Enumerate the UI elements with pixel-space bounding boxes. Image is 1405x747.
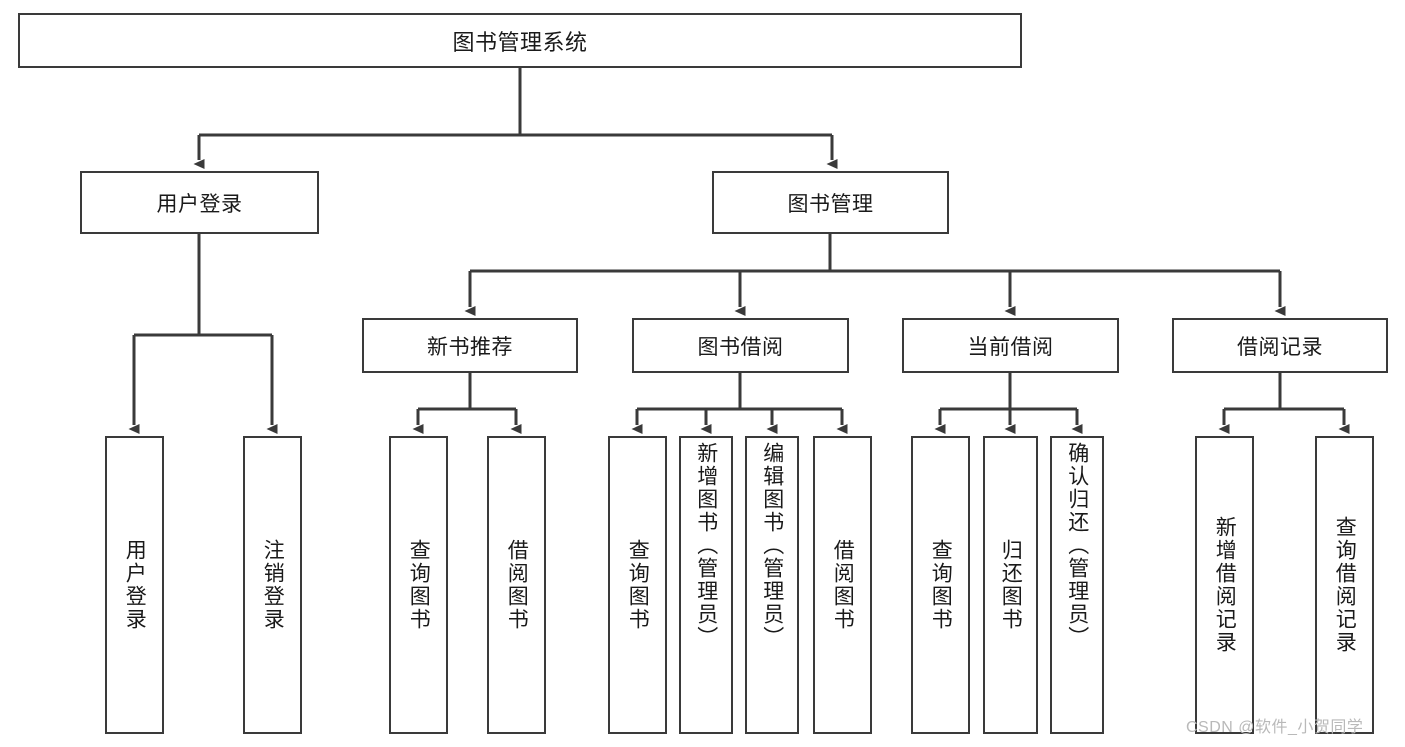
leaf-confirm-return[interactable]: 确认归还（管理员） [1050,436,1104,734]
leaf-add-record-label: 新增借阅记录 [1213,516,1237,654]
leaf-borrow-book-2-label: 借阅图书 [831,539,855,631]
leaf-query-book-2[interactable]: 查询图书 [608,436,667,734]
leaf-borrow-book-1[interactable]: 借阅图书 [487,436,546,734]
leaf-add-record[interactable]: 新增借阅记录 [1195,436,1254,734]
leaf-add-book-label: 新增图书（管理员） [694,442,718,649]
node-current-borrow-label: 当前借阅 [967,335,1054,359]
leaf-user-login[interactable]: 用户登录 [105,436,164,734]
node-new-book-rec-label: 新书推荐 [427,335,513,359]
leaf-query-book-2-label: 查询图书 [626,539,650,631]
leaf-query-book-3-label: 查询图书 [929,539,953,631]
leaf-user-login-label: 用户登录 [123,539,147,631]
node-borrow-record-label: 借阅记录 [1237,335,1323,359]
node-root-system[interactable]: 图书管理系统 [18,13,1022,68]
leaf-add-book[interactable]: 新增图书（管理员） [679,436,733,734]
leaf-borrow-book-1-label: 借阅图书 [505,539,529,631]
leaf-return-book[interactable]: 归还图书 [983,436,1038,734]
leaf-logout[interactable]: 注销登录 [243,436,302,734]
node-root-label: 图书管理系统 [452,29,588,55]
node-user-login[interactable]: 用户登录 [80,171,319,234]
leaf-query-book-1[interactable]: 查询图书 [389,436,448,734]
leaf-query-record[interactable]: 查询借阅记录 [1315,436,1374,734]
leaf-logout-label: 注销登录 [261,539,285,631]
node-book-manage-label: 图书管理 [787,192,874,216]
leaf-edit-book[interactable]: 编辑图书（管理员） [745,436,799,734]
leaf-query-book-3[interactable]: 查询图书 [911,436,970,734]
node-book-borrow-label: 图书借阅 [697,335,784,359]
leaf-query-book-1-label: 查询图书 [407,539,431,631]
leaf-borrow-book-2[interactable]: 借阅图书 [813,436,872,734]
leaf-edit-book-label: 编辑图书（管理员） [760,442,784,649]
leaf-query-record-label: 查询借阅记录 [1333,516,1357,654]
csdn-watermark: CSDN @软件_小贺同学 [1186,719,1364,736]
node-user-login-label: 用户登录 [156,192,243,216]
node-book-manage[interactable]: 图书管理 [712,171,949,234]
leaf-confirm-return-label: 确认归还（管理员） [1065,442,1089,649]
leaf-return-book-label: 归还图书 [999,539,1023,631]
node-book-borrow[interactable]: 图书借阅 [632,318,849,373]
node-current-borrow[interactable]: 当前借阅 [902,318,1119,373]
node-new-book-rec[interactable]: 新书推荐 [362,318,578,373]
node-borrow-record[interactable]: 借阅记录 [1172,318,1388,373]
